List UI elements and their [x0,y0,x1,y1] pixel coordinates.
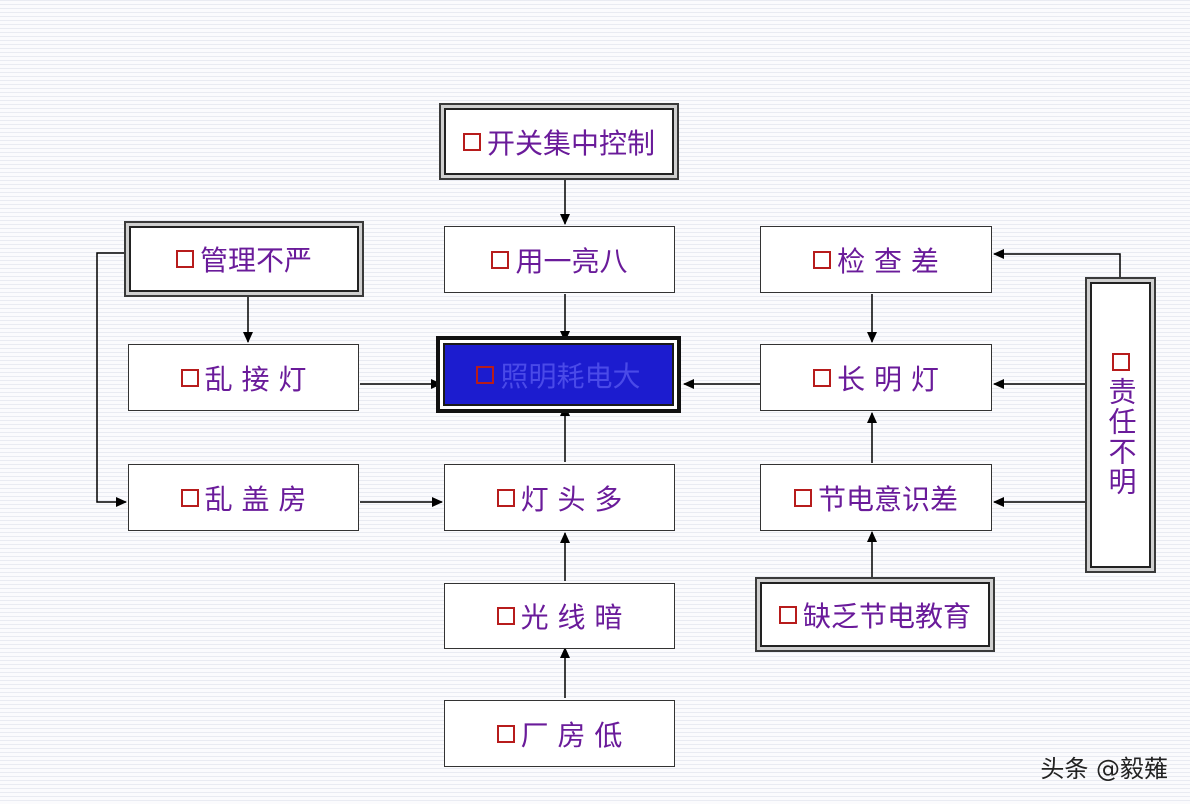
node-luangaifang: 乱 盖 房 [128,464,359,531]
checkbox-icon [175,250,194,268]
node-changfangdi: 厂 房 低 [444,700,675,767]
node-guanli: 管理不严 [129,226,359,292]
node-yongyiliangba: 用一亮八 [444,226,675,293]
checkbox-icon [462,132,481,151]
node-label: 乱 接 灯 [204,362,307,396]
node-label: 照明耗电大 [500,359,641,393]
arrow-zeren-to-jianchacha [993,249,1121,279]
node-dengtouduo: 灯 头 多 [444,464,675,531]
checkbox-icon [476,365,495,384]
checkbox-icon [180,488,199,507]
checkbox-icon [813,250,832,269]
node-label: 灯 头 多 [520,482,623,516]
arrow-guanli-to-luangaifang [96,252,127,507]
checkbox-icon [180,368,199,387]
node-quefa: 缺乏节电教育 [760,582,990,647]
node-label: 厂 房 低 [520,718,623,752]
node-label: 检 查 差 [837,244,939,278]
node-label: 责任不明 [1104,377,1138,497]
node-label: 管理不严 [199,244,312,277]
node-kaiguan: 开关集中控制 [444,108,674,175]
checkbox-icon [1111,353,1130,371]
node-guangxianan: 光 线 暗 [444,583,675,649]
node-jianchacha: 检 查 差 [760,226,992,293]
node-zeren: 责任不明 [1090,282,1151,568]
node-label: 乱 盖 房 [204,482,307,516]
node-label: 缺乏节电教育 [802,599,971,633]
node-label: 长 明 灯 [837,362,939,396]
node-jiedianyishi: 节电意识差 [760,464,992,531]
checkbox-icon [813,368,832,387]
node-label: 开关集中控制 [486,126,655,160]
checkbox-icon [793,488,812,507]
node-label: 节电意识差 [817,482,958,516]
node-label: 光 线 暗 [520,601,623,634]
watermark: 头条 @毅薙 [1040,755,1168,783]
node-label: 用一亮八 [515,244,628,278]
node-luanjiedeng: 乱 接 灯 [128,344,359,411]
checkbox-icon [778,605,797,624]
checkbox-icon [496,724,515,743]
checkbox-icon [496,607,515,625]
checkbox-icon [491,250,510,269]
node-changmingdeng: 长 明 灯 [760,344,992,411]
node-zhaoming: 照明耗电大 [443,343,674,406]
checkbox-icon [496,488,515,507]
